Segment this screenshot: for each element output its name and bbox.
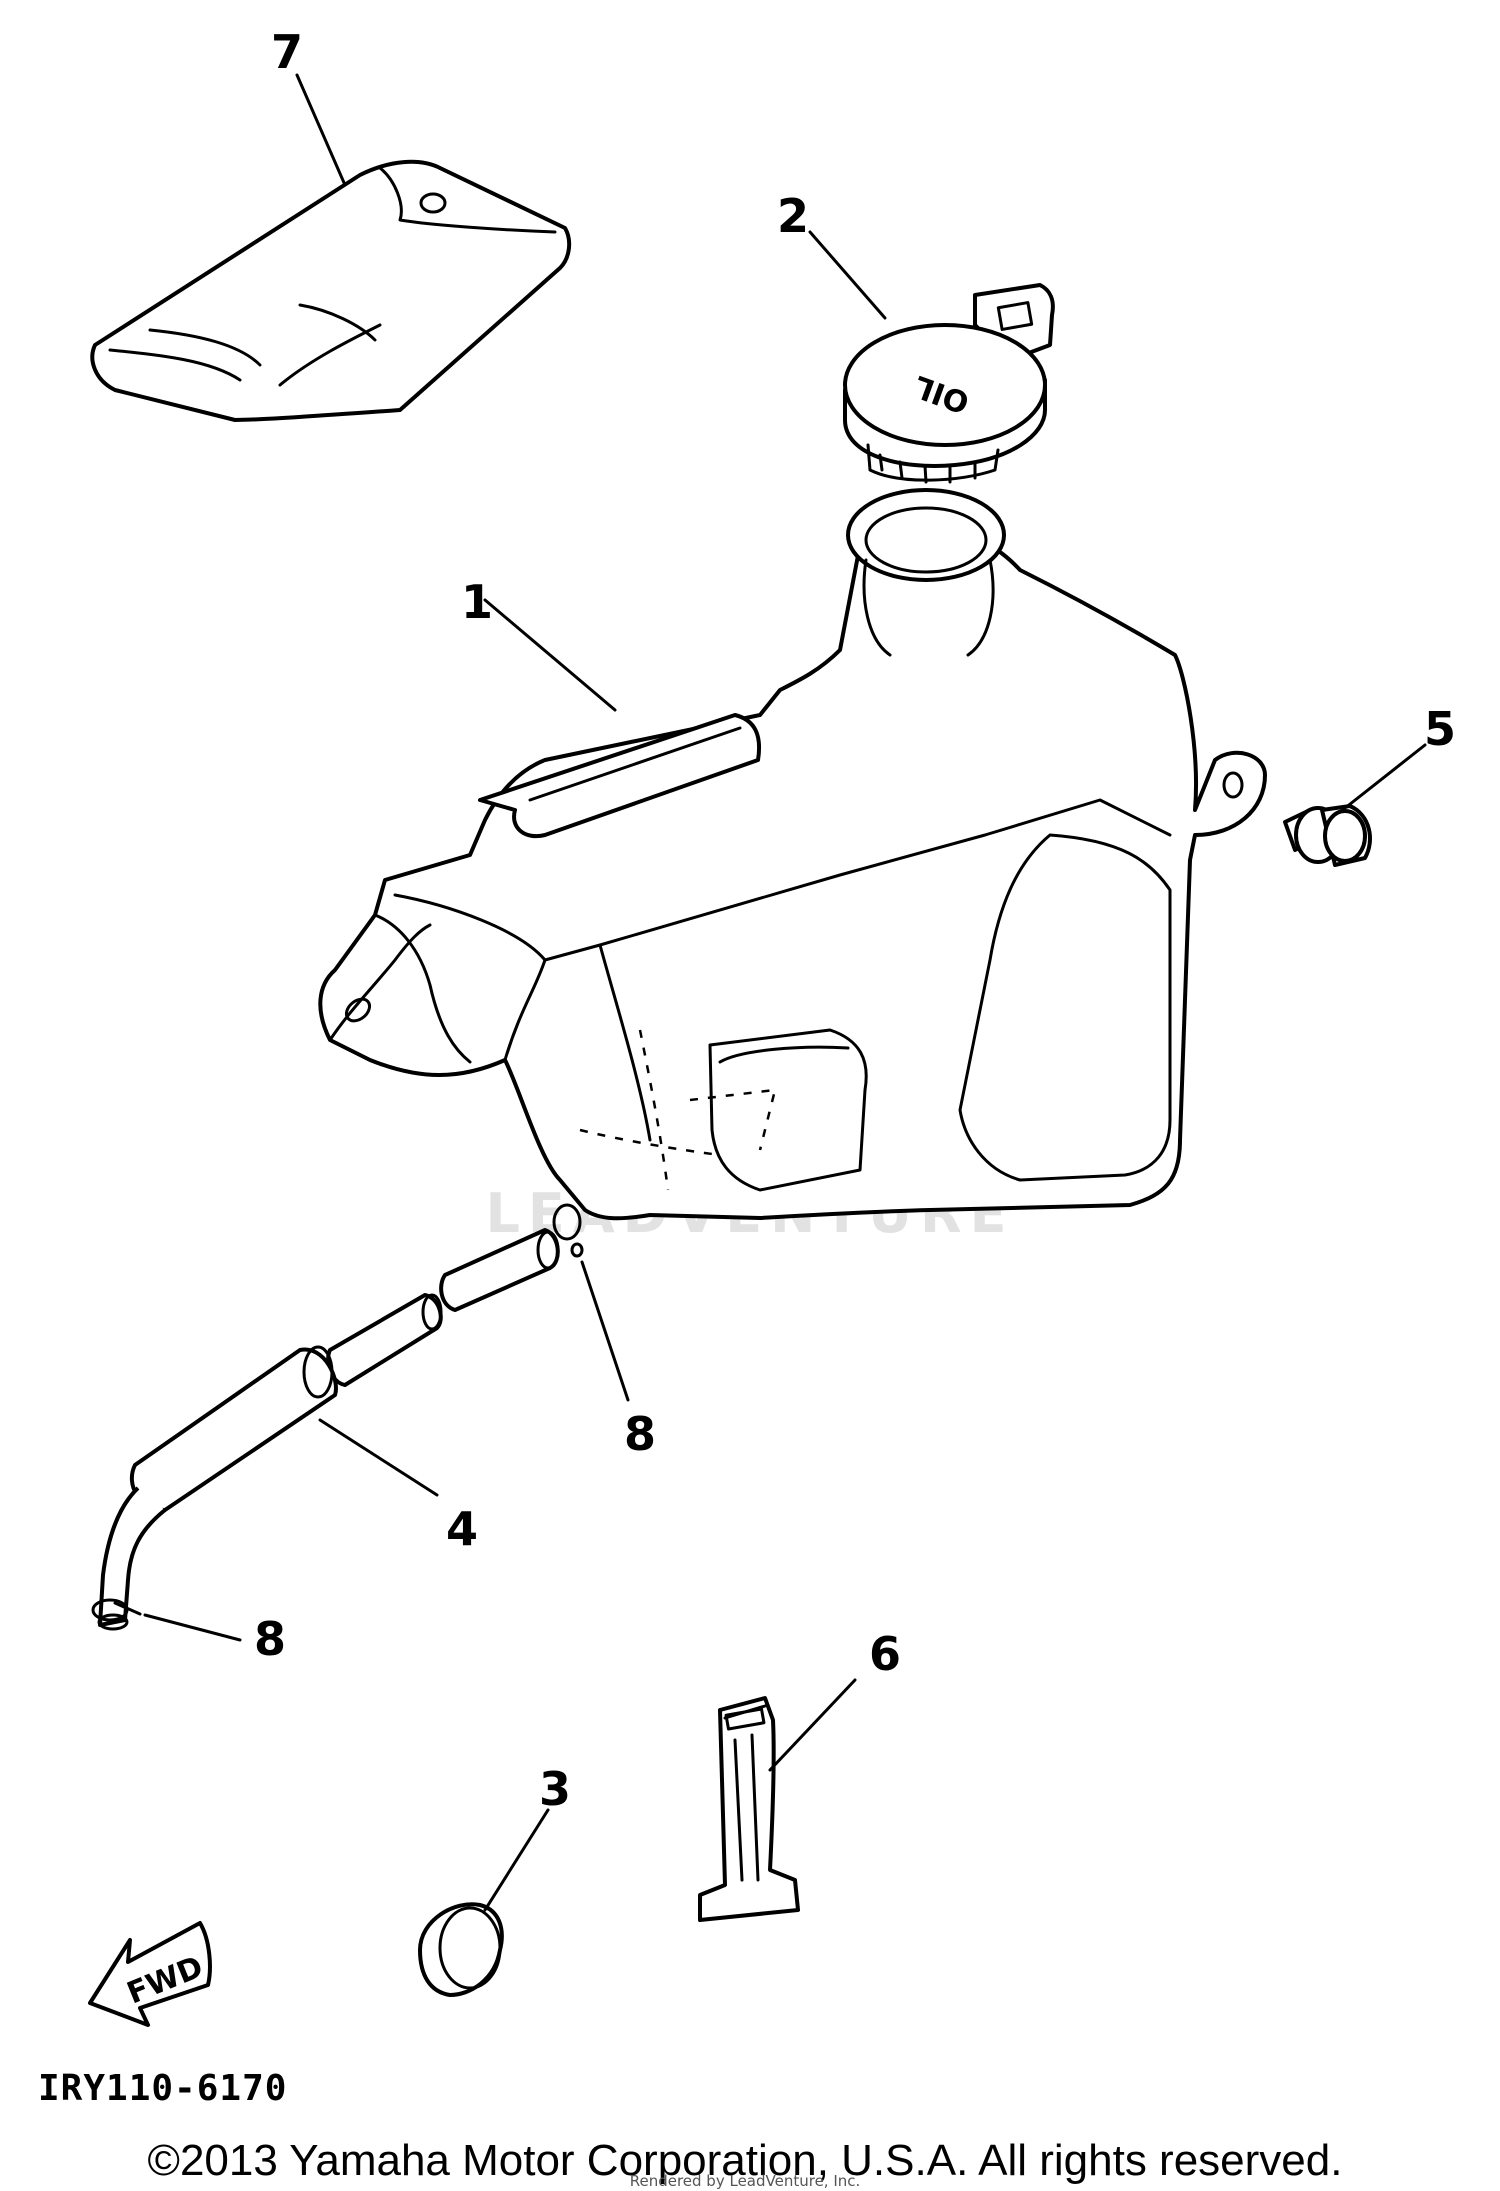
callout-7: 7	[271, 25, 303, 79]
rendered-by-text: Rendered by LeadVenture, Inc.	[630, 2172, 861, 2190]
leader-lines	[143, 73, 1427, 1912]
part-bolt	[1283, 804, 1372, 867]
part-clip-lower	[91, 1598, 142, 1622]
callout-2: 2	[777, 189, 809, 243]
part-oil-tank	[318, 488, 1267, 1221]
callouts: 7 2 1 5 8 4 8 6 3	[254, 25, 1456, 1816]
callout-1: 1	[461, 575, 493, 629]
diagram-code: IRY110-6170	[38, 2068, 287, 2109]
part-oil-cap: OIL	[843, 283, 1055, 484]
callout-3: 3	[539, 1762, 571, 1816]
callout-8a: 8	[624, 1407, 656, 1461]
part-clip-upper	[552, 1203, 584, 1258]
part-oil-hose	[97, 1228, 560, 1631]
callout-8b: 8	[254, 1612, 286, 1666]
part-band	[698, 1696, 800, 1922]
callout-4: 4	[446, 1502, 478, 1556]
callout-6: 6	[869, 1627, 901, 1681]
copyright-text: ©2013 Yamaha Motor Corporation, U.S.A. A…	[148, 2136, 1343, 2185]
part-grommet	[418, 1902, 504, 1997]
fwd-arrow-icon: FWD	[88, 1921, 212, 2027]
callout-5: 5	[1424, 702, 1456, 756]
part-tool-bag	[90, 159, 572, 422]
